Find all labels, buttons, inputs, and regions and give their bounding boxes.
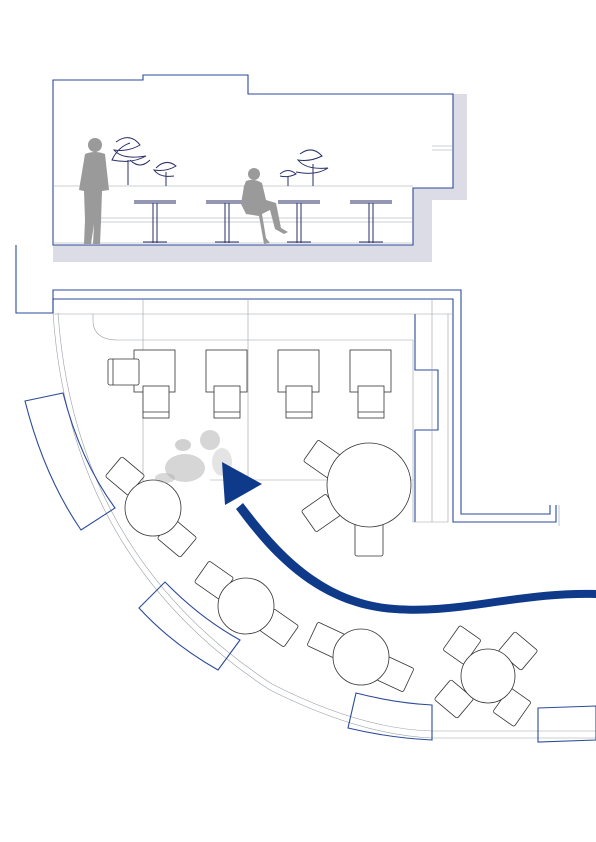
- elevation-table-4: [350, 200, 392, 243]
- round-table-large: [301, 440, 412, 557]
- seated-person-icon: [241, 168, 288, 244]
- round-table-3: [307, 622, 414, 692]
- plant-icon-2: [152, 162, 177, 186]
- outer-wall: [15, 245, 551, 515]
- bay-panel-2: [138, 581, 241, 671]
- plant-icon-3: [279, 170, 297, 186]
- plan-person-icon: [155, 430, 232, 483]
- section-outline: [52, 74, 454, 246]
- square-table-3: [277, 349, 320, 419]
- bay-panel-1: [24, 392, 116, 531]
- floor-plan: [15, 245, 596, 743]
- plant-icon-1: [111, 137, 151, 185]
- square-table-1: [107, 349, 176, 419]
- elevation-section: [52, 74, 467, 262]
- square-table-4: [349, 349, 392, 419]
- counter-outline: [414, 314, 439, 522]
- curved-facade-outer: [52, 312, 596, 739]
- standing-person-icon: [79, 138, 109, 244]
- inner-wall: [52, 298, 557, 523]
- bay-panel-3: [347, 692, 433, 741]
- counter-inner: [92, 314, 449, 523]
- plant-icon-4: [295, 149, 329, 186]
- square-table-2: [205, 349, 248, 419]
- curved-facade-inner: [57, 312, 596, 732]
- elevation-table-1: [134, 200, 176, 243]
- round-table-2: [194, 561, 299, 647]
- section-shadow: [53, 94, 467, 262]
- round-table-1: [105, 456, 197, 558]
- round-table-4: [434, 625, 538, 727]
- elevation-table-2: [206, 200, 248, 243]
- circulation-arrow-icon: [222, 462, 596, 614]
- bay-panel-4: [537, 705, 596, 743]
- elevation-table-3: [278, 200, 320, 243]
